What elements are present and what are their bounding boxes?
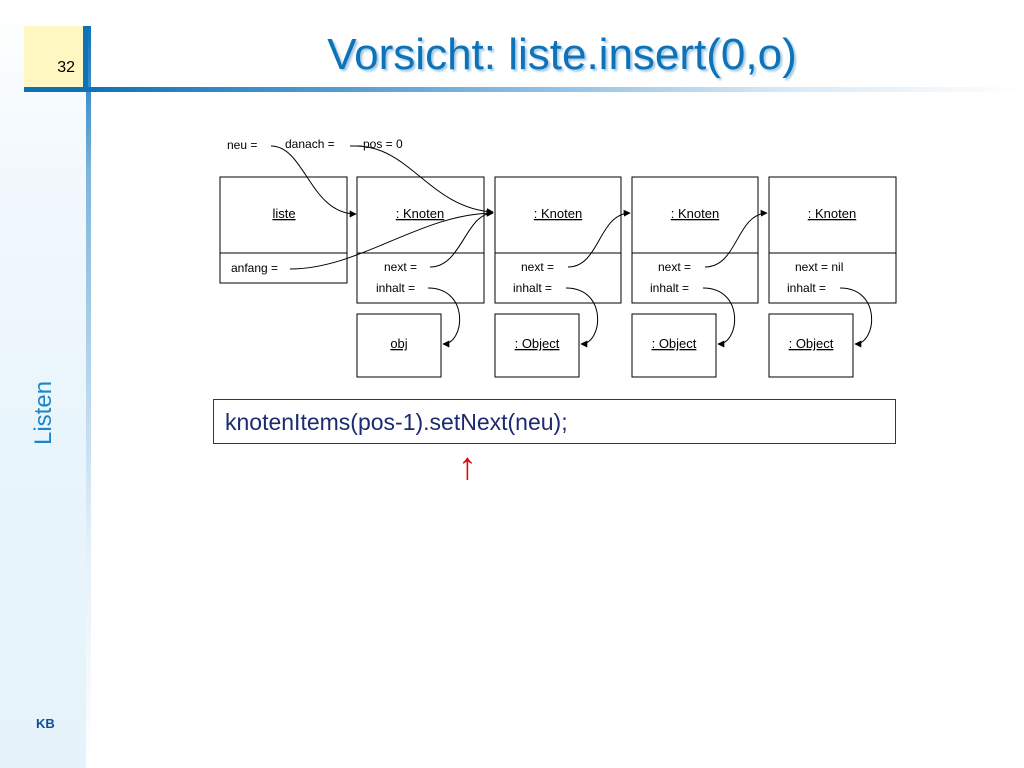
- var-neu: neu =: [227, 138, 257, 152]
- object-obj: obj: [356, 313, 442, 378]
- vertical-accent-line: [86, 26, 91, 768]
- knoten-inhalt: inhalt =: [650, 281, 689, 295]
- knoten-label: : Knoten: [671, 206, 719, 221]
- link-next-2: [567, 209, 631, 268]
- sidebar: [0, 0, 86, 768]
- object-label: : Object: [652, 336, 697, 351]
- code-statement: knotenItems(pos-1).setNext(neu);: [225, 409, 568, 435]
- knoten-next: next =: [384, 260, 417, 274]
- pointer-arrow-icon: ↑: [458, 446, 477, 488]
- slide-title: Vorsicht: liste.insert(0,o): [327, 30, 797, 79]
- var-pos: pos = 0: [363, 137, 403, 151]
- object-label: obj: [390, 336, 407, 351]
- link-inhalt-1: [427, 287, 461, 348]
- link-neu: [270, 145, 357, 218]
- object-2: : Object: [494, 313, 580, 378]
- liste-anfang: anfang =: [231, 261, 278, 275]
- knoten-next: next =: [521, 260, 554, 274]
- link-anfang: [289, 209, 494, 270]
- link-inhalt-3: [702, 287, 736, 348]
- link-next-1: [429, 209, 494, 268]
- link-danach: [355, 145, 494, 216]
- knoten-inhalt: inhalt =: [376, 281, 415, 295]
- code-box: knotenItems(pos-1).setNext(neu);: [213, 399, 896, 444]
- knoten-label: : Knoten: [396, 206, 444, 221]
- knoten-next: next = nil: [795, 260, 843, 274]
- liste-label: liste: [272, 206, 295, 221]
- knoten-2: : Knoten next = inhalt =: [494, 176, 622, 304]
- footer-initials: KB: [36, 716, 55, 731]
- knoten-4: : Knoten next = nil inhalt =: [768, 176, 897, 304]
- page-number: 32: [57, 59, 75, 76]
- liste-box: [219, 176, 348, 284]
- knoten-inhalt: inhalt =: [787, 281, 826, 295]
- link-next-3: [704, 209, 768, 268]
- object-3: : Object: [631, 313, 717, 378]
- object-label: : Object: [789, 336, 834, 351]
- horizontal-accent-line: [88, 87, 1024, 92]
- knoten-1: : Knoten next = inhalt =: [356, 176, 485, 304]
- knoten-label: : Knoten: [534, 206, 582, 221]
- link-inhalt-2: [565, 287, 599, 348]
- knoten-next: next =: [658, 260, 691, 274]
- object-4: : Object: [768, 313, 854, 378]
- knoten-label: : Knoten: [808, 206, 856, 221]
- page-number-box: 32: [24, 26, 88, 92]
- knoten-3: : Knoten next = inhalt =: [631, 176, 759, 304]
- knoten-inhalt: inhalt =: [513, 281, 552, 295]
- object-label: : Object: [515, 336, 560, 351]
- var-danach: danach =: [285, 137, 335, 151]
- link-inhalt-4: [839, 287, 873, 348]
